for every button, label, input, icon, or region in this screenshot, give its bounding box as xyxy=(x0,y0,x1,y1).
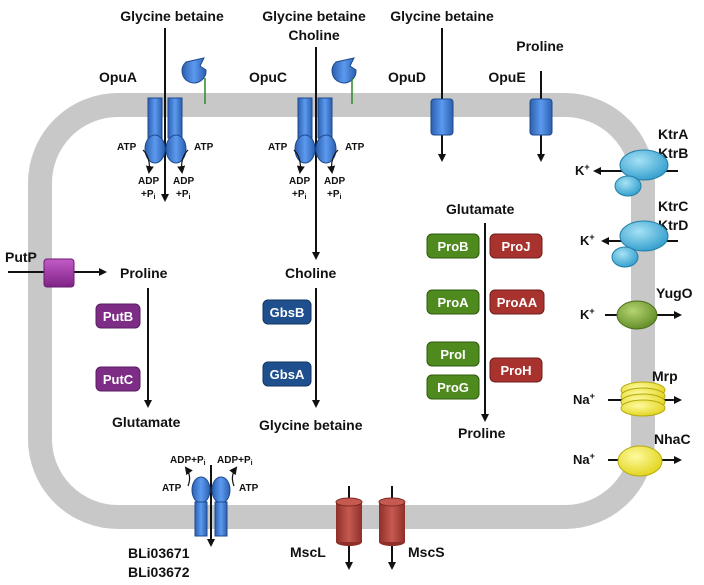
putp-label: PutP xyxy=(5,249,37,265)
bli-adp-right: ADP+Pi xyxy=(217,455,253,467)
opuc-label: OpuC xyxy=(249,69,287,85)
opud-label: OpuD xyxy=(388,69,426,85)
proline-right-label: Proline xyxy=(458,425,506,441)
k-ion-1: K+ xyxy=(575,162,590,178)
choline-oxidation-pathway: Choline GbsB GbsA Glycine betaine xyxy=(259,265,363,433)
opua-label: OpuA xyxy=(99,69,137,85)
opua-pi-left: +Pi xyxy=(141,189,156,201)
k-ion-3: K+ xyxy=(580,306,595,322)
opuc-substrate-label-1: Glycine betaine xyxy=(262,8,366,24)
opuc-transporter: Glycine betaine Choline OpuC ATP ATP ADP… xyxy=(249,8,366,260)
ktrab-transporter: KtrA KtrB K+ xyxy=(575,126,688,197)
opuc-adp-left: ADP xyxy=(289,176,310,187)
gbsa-enzyme xyxy=(262,361,312,387)
opue-transporter: Proline OpuE xyxy=(488,38,564,162)
opue-label: OpuE xyxy=(488,69,525,85)
opuc-substrate-label-2: Choline xyxy=(288,27,340,43)
ktrb-label: KtrB xyxy=(658,145,688,161)
proline-degradation-pathway: Proline PutB PutC Glutamate xyxy=(95,265,181,430)
yugo-channel: YugO K+ xyxy=(580,285,693,330)
opua-adp-right: ADP xyxy=(173,176,194,187)
ktrcd-transporter: KtrC KtrD K+ xyxy=(580,198,688,268)
proa-label: ProA xyxy=(437,295,469,310)
opua-substrate-label: Glycine betaine xyxy=(120,8,224,24)
mrp-antiporter: Mrp Na+ xyxy=(573,368,682,417)
proj-enzyme xyxy=(489,233,543,259)
nhac-antiporter: NhaC Na+ xyxy=(573,431,691,477)
putb-label: PutB xyxy=(103,309,133,324)
choline-mid-label: Choline xyxy=(285,265,337,281)
opuc-pi-right: +Pi xyxy=(327,189,342,201)
nhac-label: NhaC xyxy=(654,431,691,447)
bli-adp-left: ADP+Pi xyxy=(170,455,206,467)
opuc-pi-left: +Pi xyxy=(292,189,307,201)
opua-transporter: Glycine betaine OpuA ATP ATP ADP ADP +Pi… xyxy=(99,8,224,202)
opuc-atp-left: ATP xyxy=(268,142,288,153)
putc-label: PutC xyxy=(103,372,134,387)
gbsb-enzyme xyxy=(262,299,312,325)
proline-synthesis-pathway: Glutamate ProB ProJ ProA ProAA ProI ProG… xyxy=(426,201,545,441)
opua-atp-right: ATP xyxy=(194,142,214,153)
putp-transporter: PutP xyxy=(5,249,107,288)
na-ion-1: Na+ xyxy=(573,391,595,407)
prog-enzyme xyxy=(426,374,480,400)
ktrc-label: KtrC xyxy=(658,198,688,214)
opuc-adp-right: ADP xyxy=(324,176,345,187)
opua-pi-right: +Pi xyxy=(176,189,191,201)
proi-enzyme xyxy=(426,341,480,367)
opuc-binding-protein-icon xyxy=(331,57,357,84)
putb-enzyme xyxy=(95,303,141,329)
proi-label: ProI xyxy=(440,347,465,362)
opua-atp-left: ATP xyxy=(117,142,137,153)
prog-label: ProG xyxy=(437,380,469,395)
putc-enzyme xyxy=(95,366,141,392)
proaa-enzyme xyxy=(489,289,545,315)
mrp-label: Mrp xyxy=(652,368,678,384)
gbsa-label: GbsA xyxy=(270,367,305,382)
gbsb-label: GbsB xyxy=(270,305,305,320)
mscs-label: MscS xyxy=(408,544,445,560)
bli-atp-right: ATP xyxy=(239,483,259,494)
proh-enzyme xyxy=(489,357,543,383)
proh-label: ProH xyxy=(500,363,531,378)
bli03672-label: BLi03672 xyxy=(128,564,190,580)
glutamate-right-label: Glutamate xyxy=(446,201,515,217)
k-ion-2: K+ xyxy=(580,232,595,248)
proa-enzyme xyxy=(426,289,480,315)
glycine-betaine-mid-label: Glycine betaine xyxy=(259,417,363,433)
proaa-label: ProAA xyxy=(497,295,538,310)
proj-label: ProJ xyxy=(502,239,531,254)
na-ion-2: Na+ xyxy=(573,451,595,467)
opud-substrate-label: Glycine betaine xyxy=(390,8,494,24)
opuc-atp-right: ATP xyxy=(345,142,365,153)
opud-transporter: Glycine betaine OpuD xyxy=(388,8,494,162)
opue-substrate-label: Proline xyxy=(516,38,564,54)
mscl-label: MscL xyxy=(290,544,326,560)
mscs-channel: MscS xyxy=(378,486,445,570)
ktra-label: KtrA xyxy=(658,126,688,142)
prob-enzyme xyxy=(426,233,480,259)
bli-abc-exporter: ADP+Pi ADP+Pi ATP ATP BLi03671 BLi03672 xyxy=(128,455,259,580)
proline-left-label: Proline xyxy=(120,265,168,281)
yugo-label: YugO xyxy=(656,285,693,301)
glutamate-left-label: Glutamate xyxy=(112,414,181,430)
opua-adp-left: ADP xyxy=(138,176,159,187)
mscl-channel: MscL xyxy=(290,486,363,570)
opua-binding-protein-icon xyxy=(181,57,207,84)
bli-atp-left: ATP xyxy=(162,483,182,494)
bli03671-label: BLi03671 xyxy=(128,545,190,561)
prob-label: ProB xyxy=(437,239,468,254)
